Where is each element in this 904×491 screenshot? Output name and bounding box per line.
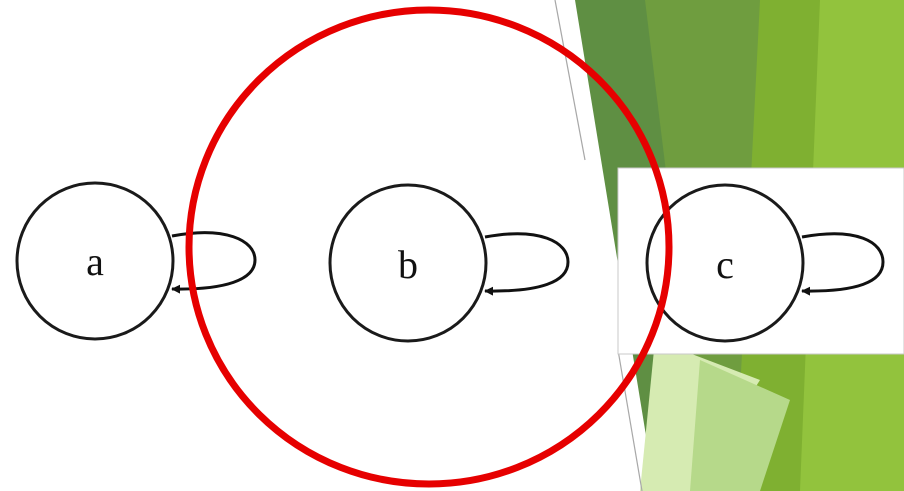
node-a-circle [15, 181, 175, 341]
node-c-circle [645, 183, 805, 343]
green-shape-pale-2 [690, 360, 790, 491]
highlight-circle [185, 6, 673, 488]
node-b: b [328, 183, 570, 343]
node-c: c [645, 183, 885, 343]
node-b-circle [328, 183, 488, 343]
node-a: a [15, 181, 257, 341]
node-a-label: a [86, 239, 104, 284]
self-loop-c [801, 232, 885, 296]
node-c-label: c [716, 242, 734, 287]
self-loop-a [171, 231, 257, 294]
node-b-label: b [398, 242, 418, 287]
self-loop-b [484, 232, 570, 296]
divider-line [554, 0, 586, 161]
divider-line-lower [617, 349, 643, 491]
